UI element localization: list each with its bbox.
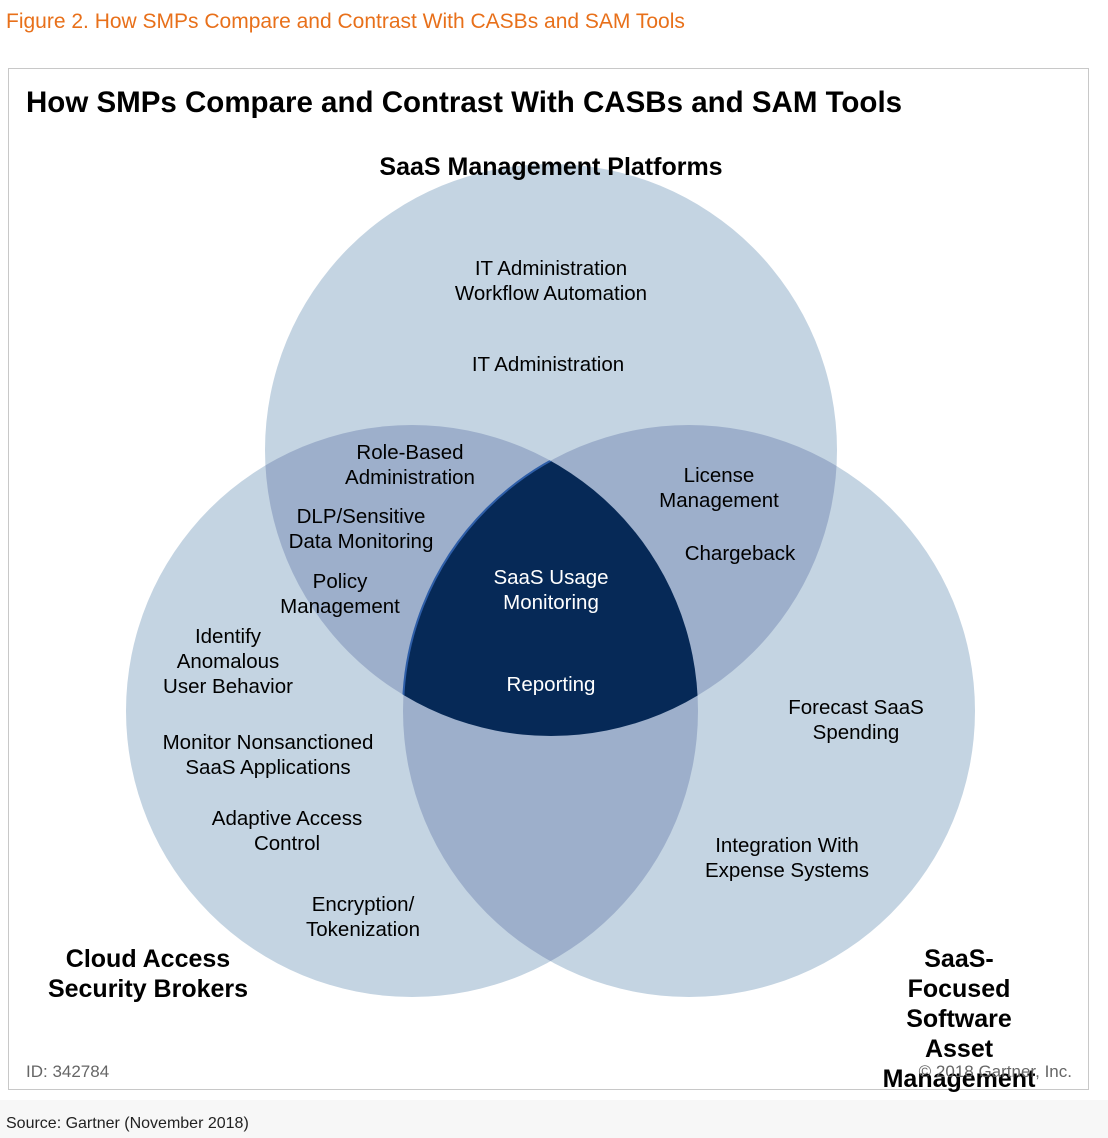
label-monitor-nonsanctioned: Monitor Nonsanctioned SaaS Applications (162, 731, 374, 779)
figure-caption: Figure 2. How SMPs Compare and Contrast … (6, 10, 685, 33)
figure-id: ID: 342784 (26, 1062, 110, 1081)
label-adaptive-access: Adaptive Access Control (211, 807, 363, 855)
label-dlp-monitoring: DLP/Sensitive Data Monitoring (288, 505, 434, 553)
set-label-smp: SaaS Management Platforms (379, 153, 723, 181)
label-forecast-spending: Forecast SaaS Spending (788, 696, 924, 744)
figure-title: How SMPs Compare and Contrast With CASBs… (26, 86, 903, 119)
source-band (0, 1100, 1108, 1138)
source-note: Source: Gartner (November 2018) (6, 1115, 249, 1132)
set-label-sam: SaaS-Focused Software Asset Management (882, 945, 1036, 1093)
label-chargeback: Chargeback (684, 542, 796, 565)
label-reporting: Reporting (506, 673, 596, 696)
set-label-casb: Cloud Access Security Brokers (47, 945, 249, 1003)
label-policy-management: Policy Management (280, 570, 400, 618)
label-expense-integration: Integration With Expense Systems (704, 834, 870, 882)
label-license-management: License Management (659, 464, 779, 512)
copyright: © 2018 Gartner, Inc. (918, 1062, 1072, 1081)
label-it-admin-workflow: IT Administration Workflow Automation (454, 257, 648, 305)
label-it-administration: IT Administration (471, 353, 625, 376)
label-encryption: Encryption/ Tokenization (306, 893, 420, 941)
label-saas-usage-monitoring: SaaS Usage Monitoring (493, 566, 609, 614)
label-identify-anomalous: Identify Anomalous User Behavior (163, 625, 293, 698)
label-role-based-admin: Role-Based Administration (345, 441, 475, 489)
